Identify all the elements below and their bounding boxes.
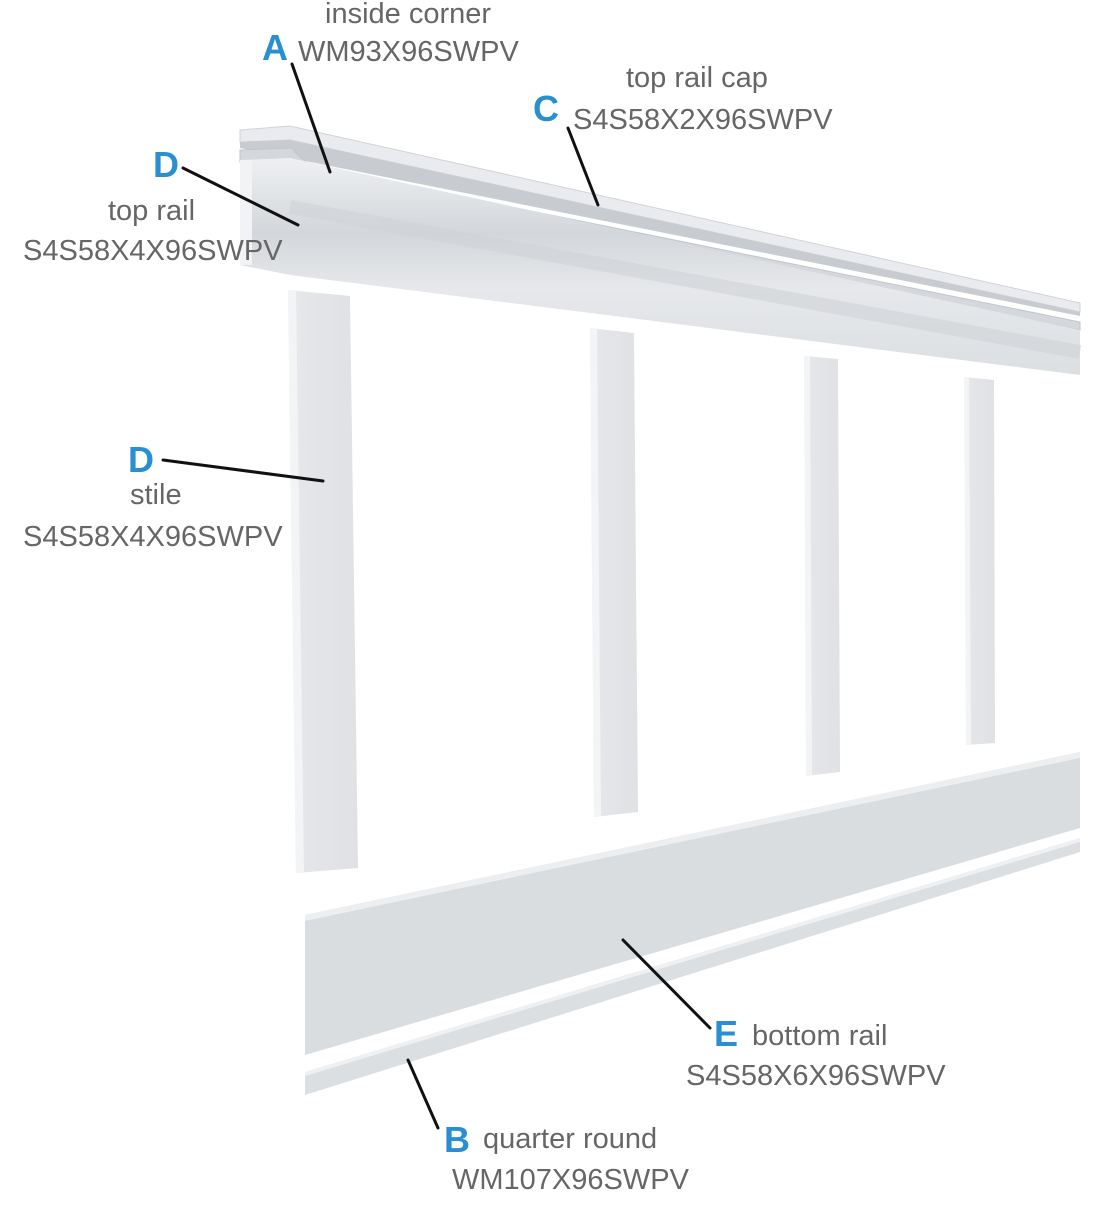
bottom-rail-sku: S4S58X6X96SWPV — [686, 1060, 946, 1092]
stile-piece — [288, 290, 358, 873]
top-rail-sku: S4S58X4X96SWPV — [23, 235, 283, 267]
top-rail-piece — [240, 158, 1082, 375]
callout-letter-b: B — [444, 1119, 470, 1160]
leader-quarter-round — [406, 1058, 440, 1130]
stile-piece — [804, 356, 840, 776]
top-rail-name: top rail — [108, 195, 196, 227]
stile-sku: S4S58X4X96SWPV — [23, 521, 283, 553]
inside-corner-name: inside corner — [325, 0, 492, 30]
leader-inside-corner — [290, 62, 332, 174]
top-rail-cap-piece — [239, 125, 1081, 316]
leader-top-rail — [181, 166, 300, 227]
callout-letter-a: A — [262, 27, 288, 68]
stile-piece — [590, 328, 638, 817]
quarter-round-sku: WM107X96SWPV — [452, 1164, 689, 1196]
callout-letter-d-top-rail: D — [153, 144, 179, 185]
callout-letter-d-stile: D — [128, 439, 154, 480]
callout-letter-c: C — [533, 88, 559, 129]
stile-piece — [964, 377, 995, 745]
inside-corner-sku: WM93X96SWPV — [298, 36, 519, 68]
leader-stile — [161, 458, 325, 483]
quarter-round-name: quarter round — [483, 1123, 658, 1155]
top-rail-cap-sku: S4S58X2X96SWPV — [573, 104, 833, 136]
top-rail-cap-name: top rail cap — [626, 62, 768, 94]
leader-top-rail-cap — [566, 126, 600, 207]
bottom-rail-piece — [305, 752, 1080, 1055]
leader-bottom-rail — [621, 938, 712, 1030]
callout-letter-e: E — [714, 1013, 739, 1054]
bottom-rail-name: bottom rail — [752, 1020, 888, 1052]
quarter-round-piece — [305, 838, 1080, 1095]
stile-name: stile — [130, 479, 182, 511]
leader-lines — [161, 62, 712, 1130]
